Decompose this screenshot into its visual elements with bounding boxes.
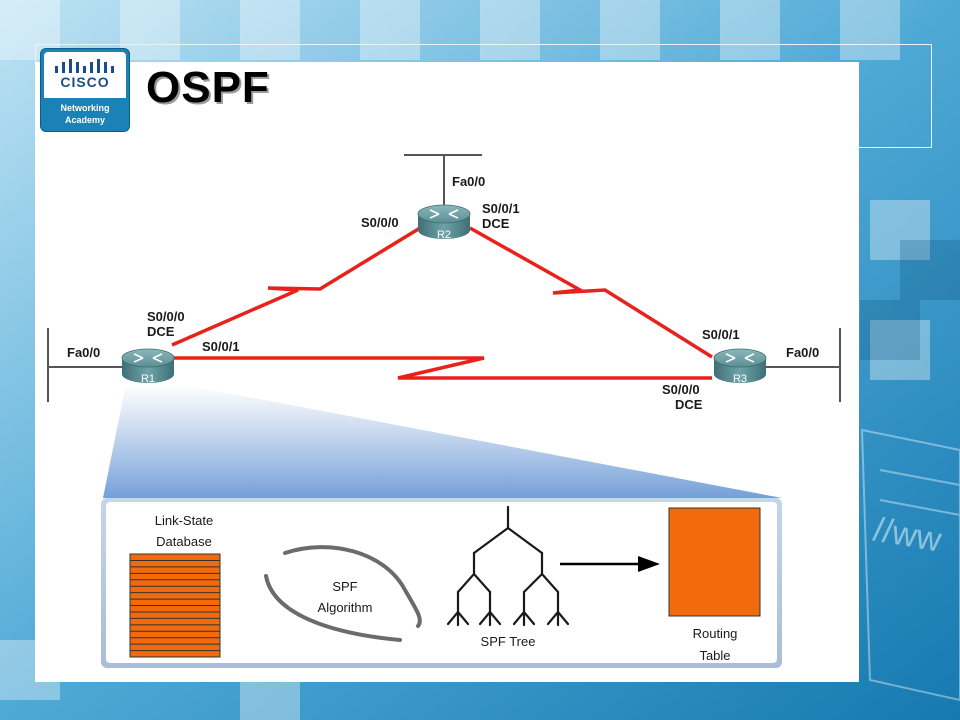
link-r1-r3 [172, 356, 712, 380]
r3-s000-label: S0/0/0 [662, 382, 700, 397]
router-r2: R2 [417, 204, 471, 241]
r1-fa0-label: Fa0/0 [67, 345, 100, 360]
spf-tree-icon [446, 505, 570, 627]
cisco-networking-academy-logo: CISCO Networking Academy [40, 48, 130, 132]
lsdb-label-2: Database [156, 534, 212, 549]
r2-s001-dce-label: DCE [482, 216, 510, 231]
logo-brand: CISCO [60, 74, 110, 90]
r1-lan-segment [47, 328, 124, 402]
logo-line-1: Networking [60, 103, 110, 113]
r3-s001-label: S0/0/1 [702, 327, 740, 342]
r1-s000-label: S0/0/0 [147, 309, 185, 324]
router-r3: R3 [713, 348, 767, 385]
router-r3-name: R3 [733, 373, 747, 385]
r1-s001-label: S0/0/1 [202, 339, 240, 354]
lsdb-label-1: Link-State [155, 513, 214, 528]
r1-s000-dce-label: DCE [147, 324, 175, 339]
logo-line-2: Academy [64, 115, 106, 125]
spf-algorithm-icon [264, 545, 422, 642]
process-box [106, 502, 777, 663]
zoom-cone [103, 384, 782, 498]
r3-lan-segment [764, 328, 841, 402]
router-r1-name: R1 [141, 373, 155, 385]
r2-s000-label: S0/0/0 [361, 215, 399, 230]
link-r1-r2 [171, 226, 421, 347]
spf-algo-label-1: SPF [332, 579, 357, 594]
spf-algo-label-2: Algorithm [318, 600, 373, 615]
logo-white-area: CISCO [44, 52, 126, 98]
r3-s000-dce-label: DCE [675, 397, 703, 412]
routing-table-label-2: Table [699, 648, 730, 663]
cisco-bars-icon [55, 59, 114, 73]
arrow-right-icon [560, 556, 660, 572]
serial-links [171, 226, 713, 380]
r2-fa0-label: Fa0/0 [452, 174, 485, 189]
spf-tree-label: SPF Tree [481, 634, 536, 649]
slide-title: OSPF [146, 63, 270, 112]
routing-table-label-1: Routing [693, 626, 738, 641]
ethernet-segments [47, 154, 841, 402]
router-r1: R1 [121, 348, 175, 385]
lsdb-stack-icon [129, 553, 221, 658]
r3-fa0-label: Fa0/0 [786, 345, 819, 360]
routing-table-box [668, 507, 761, 617]
r2-lan-segment [404, 154, 482, 208]
router-r2-name: R2 [437, 229, 451, 241]
r2-s001-label: S0/0/1 [482, 201, 520, 216]
link-r2-r3 [469, 226, 713, 359]
